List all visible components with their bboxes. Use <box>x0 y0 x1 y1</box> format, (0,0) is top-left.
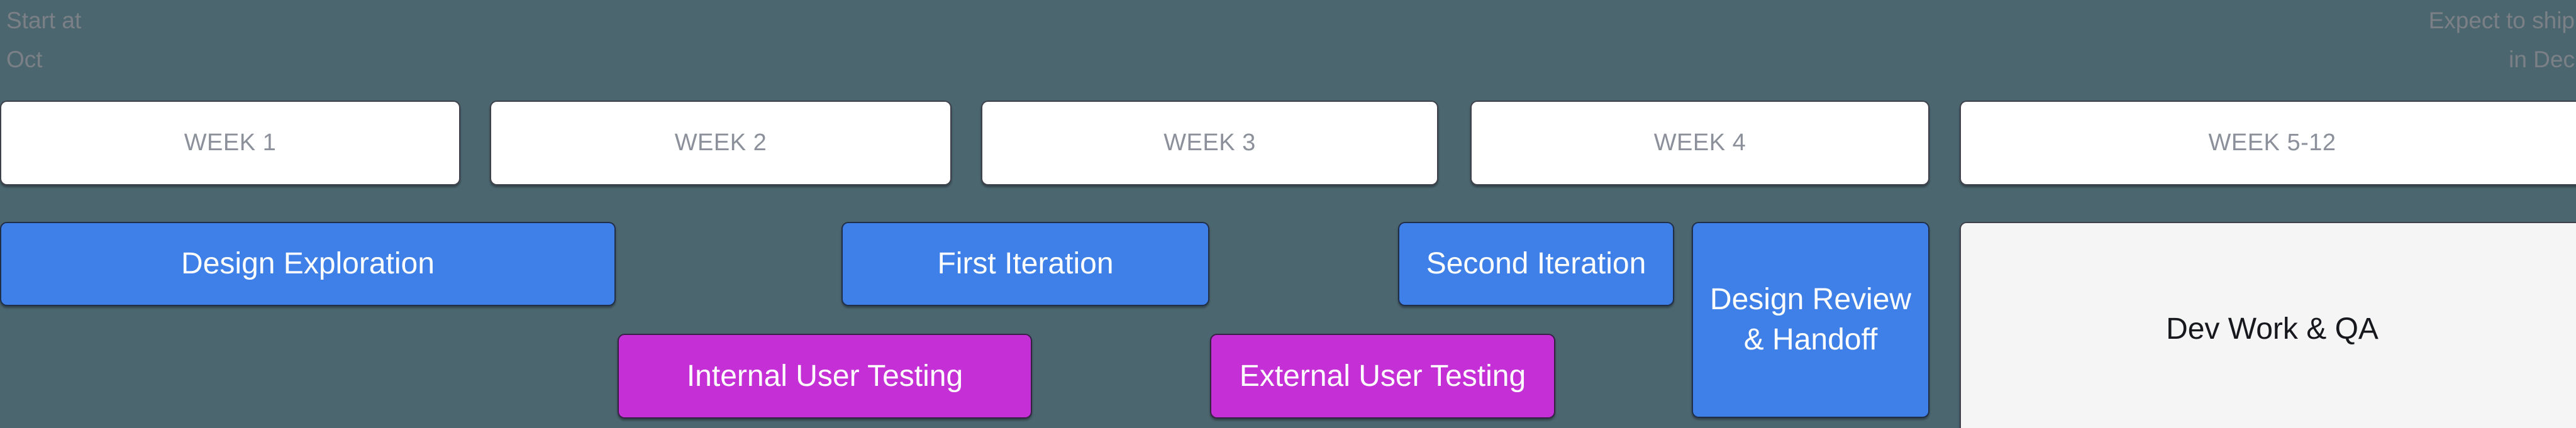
task-label: First Iteration <box>937 247 1114 280</box>
task-label: External User Testing <box>1239 359 1526 393</box>
week-label: WEEK 1 <box>184 129 277 156</box>
week-label: WEEK 5-12 <box>2208 129 2336 156</box>
week-label: WEEK 3 <box>1163 129 1256 156</box>
task-internal-user-testing: Internal User Testing <box>618 334 1032 419</box>
task-dev-work-qa: Dev Work & QA <box>1960 222 2576 428</box>
week-box-4: WEEK 4 <box>1470 101 1929 185</box>
task-label: Dev Work & QA <box>2166 312 2379 346</box>
task-label: Design Review& Handoff <box>1709 283 1912 356</box>
task-design-review-handoff: Design Review& Handoff <box>1692 222 1929 418</box>
task-label: Design Exploration <box>181 247 435 280</box>
task-label: Internal User Testing <box>686 359 963 393</box>
task-label: Second Iteration <box>1426 247 1646 280</box>
start-note: Start at Oct <box>6 8 82 72</box>
task-external-user-testing: External User Testing <box>1210 334 1555 419</box>
end-note: Expect to ship in Dec <box>2428 8 2575 72</box>
week-box-5: WEEK 5-12 <box>1960 101 2576 185</box>
week-box-1: WEEK 1 <box>0 101 460 185</box>
week-box-3: WEEK 3 <box>981 101 1438 185</box>
week-label: WEEK 4 <box>1653 129 1746 156</box>
task-first-iteration: First Iteration <box>841 222 1209 306</box>
week-box-2: WEEK 2 <box>490 101 952 185</box>
task-design-exploration: Design Exploration <box>0 222 616 306</box>
task-second-iteration: Second Iteration <box>1398 222 1674 306</box>
week-label: WEEK 2 <box>674 129 767 156</box>
